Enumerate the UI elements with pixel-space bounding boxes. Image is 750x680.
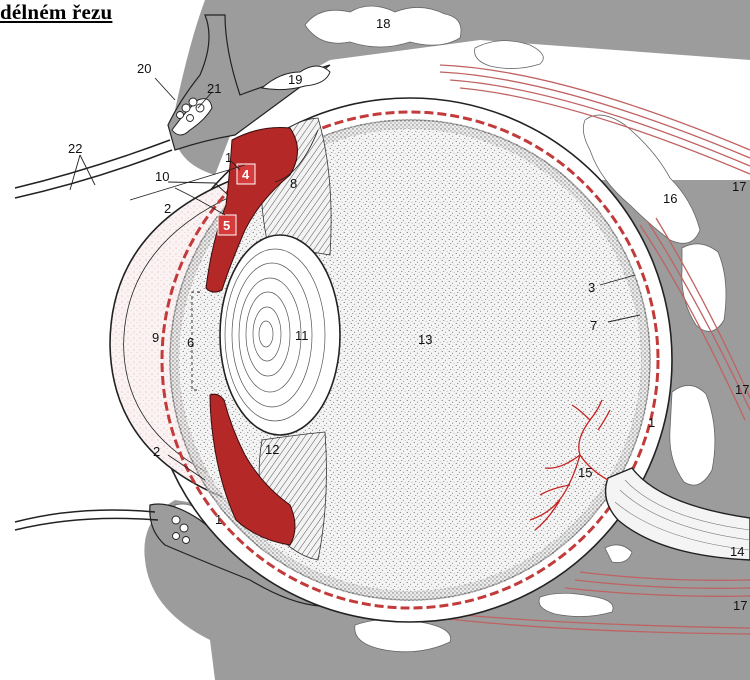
label-18: 18 xyxy=(376,16,390,31)
label-19: 19 xyxy=(288,72,302,87)
label-17-mid: 17 xyxy=(735,382,749,397)
label-17-top: 17 xyxy=(732,179,746,194)
lens xyxy=(220,235,340,435)
label-6: 6 xyxy=(187,335,194,350)
label-14: 14 xyxy=(730,544,744,559)
label-22: 22 xyxy=(68,141,82,156)
label-20: 20 xyxy=(137,61,151,76)
label-7: 7 xyxy=(590,318,597,333)
label-16: 16 xyxy=(663,191,677,206)
label-8: 8 xyxy=(290,176,297,191)
label-17-bottom: 17 xyxy=(733,598,747,613)
label-10: 10 xyxy=(155,169,169,184)
label-9: 9 xyxy=(152,330,159,345)
label-15: 15 xyxy=(578,465,592,480)
label-11: 11 xyxy=(295,328,309,343)
label-2-top: 2 xyxy=(164,201,171,216)
label-4: 4 xyxy=(242,167,250,182)
label-2-bottom: 2 xyxy=(153,444,160,459)
label-21: 21 xyxy=(207,81,221,96)
label-1-bottom: 1 xyxy=(215,512,222,527)
label-3: 3 xyxy=(588,280,595,295)
label-12: 12 xyxy=(265,442,279,457)
label-5: 5 xyxy=(223,218,230,233)
label-1-right: 1 xyxy=(648,415,655,430)
label-13: 13 xyxy=(418,332,432,347)
label-1-top: 1 xyxy=(225,150,232,165)
